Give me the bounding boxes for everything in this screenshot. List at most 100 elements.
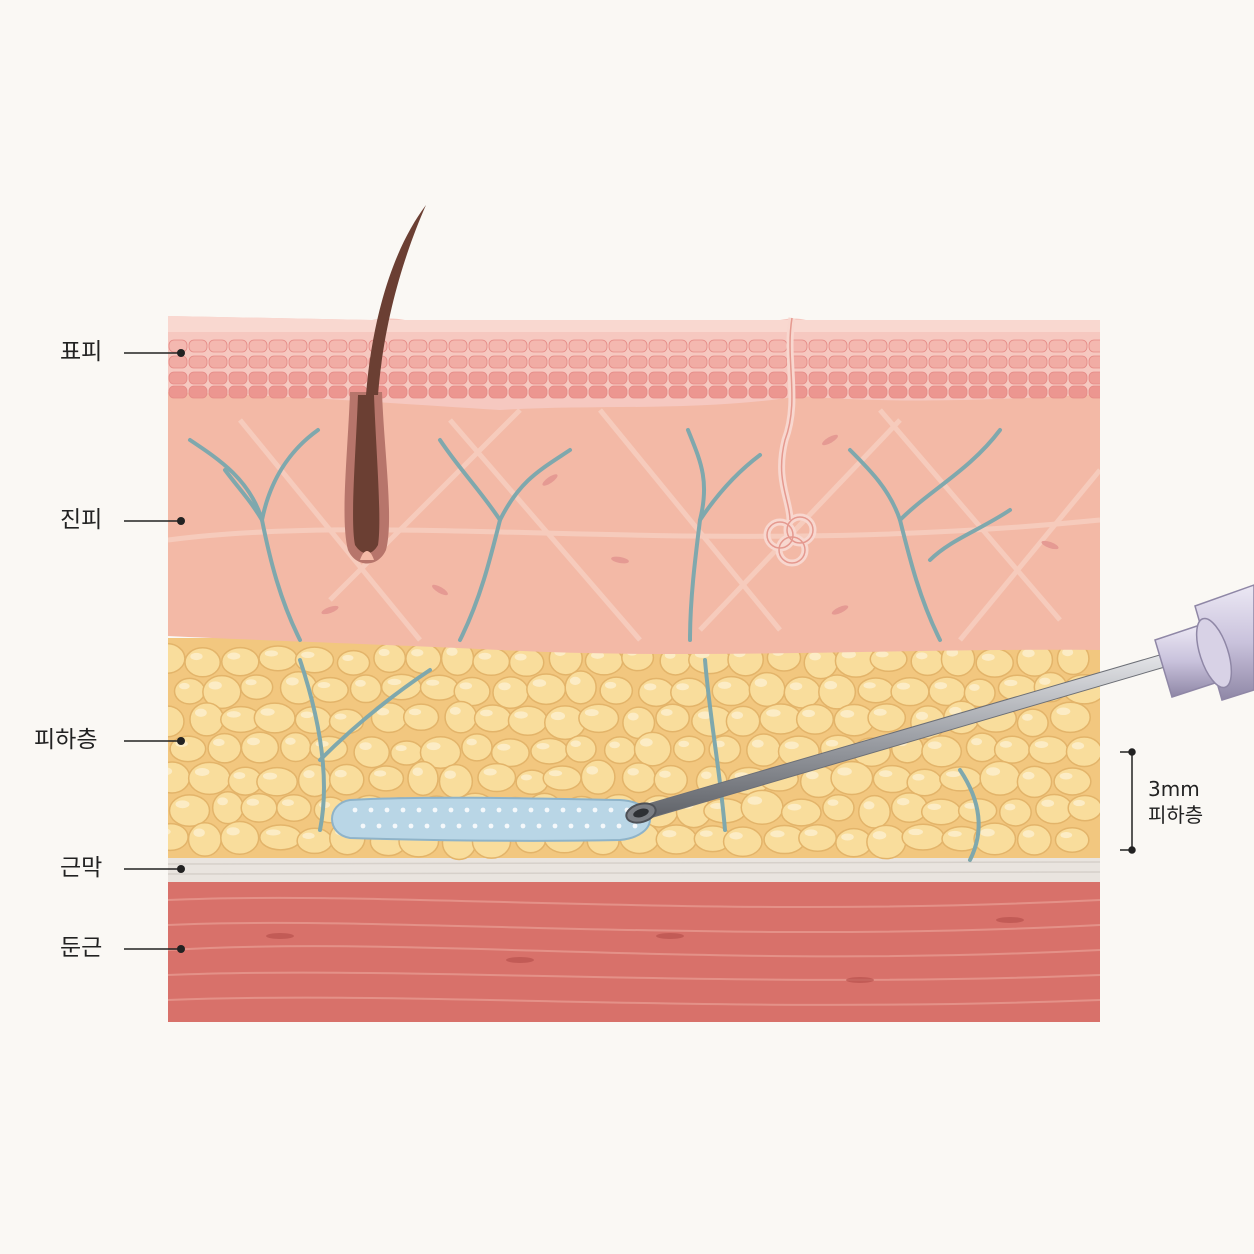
fat-cell-highlight xyxy=(627,712,639,721)
fat-cell-highlight xyxy=(1004,679,1018,687)
fat-cell-highlight xyxy=(841,650,856,659)
fat-cell-highlight xyxy=(342,654,354,661)
blood-vessels xyxy=(188,428,1012,862)
fat-cell-highlight xyxy=(1022,830,1035,838)
keratinocyte-cell xyxy=(1088,339,1100,353)
fat-cell xyxy=(444,700,478,734)
fat-cell xyxy=(184,646,222,678)
keratinocyte-cell xyxy=(848,371,868,385)
fat-cell xyxy=(872,764,913,794)
bolus-particle xyxy=(400,807,406,813)
keratinocyte-cell xyxy=(768,385,788,399)
keratinocyte-cell xyxy=(1068,355,1088,369)
fat-cell xyxy=(168,761,191,794)
keratinocyte-cell xyxy=(588,355,608,369)
bolus-particle xyxy=(600,823,606,829)
fat-cell-highlight xyxy=(213,738,225,747)
keratinocyte-cell xyxy=(308,371,328,385)
fat-cell xyxy=(818,674,857,710)
fat-cell xyxy=(328,708,365,735)
fat-cell-highlight xyxy=(986,767,1001,776)
bolus-particle xyxy=(472,823,478,829)
keratinocyte-cell xyxy=(248,355,268,369)
keratinocyte-cell xyxy=(848,339,868,353)
fat-cell xyxy=(830,760,874,796)
keratinocyte-cell xyxy=(688,339,708,353)
fat-cell-highlight xyxy=(395,745,407,752)
fat-cell-highlight xyxy=(514,711,528,719)
fat-cell-highlight xyxy=(915,711,929,721)
keratinocyte-cell xyxy=(608,385,628,399)
keratinocyte-cell xyxy=(868,371,888,385)
fat-cell-highlight xyxy=(584,709,599,717)
fat-cell-highlight xyxy=(194,767,210,776)
fat-cell xyxy=(921,735,963,768)
keratinocyte-cell xyxy=(388,339,408,353)
fat-cell xyxy=(353,736,391,769)
fat-cell-highlight xyxy=(359,742,372,750)
keratinocyte-cell xyxy=(1008,355,1028,369)
fat-cell xyxy=(746,733,782,767)
keratinocyte-cell xyxy=(808,355,828,369)
fat-cell xyxy=(564,670,597,705)
keratinocyte-cell xyxy=(508,355,528,369)
fat-cell-highlight xyxy=(168,767,173,775)
keratinocyte-cell xyxy=(408,355,428,369)
keratinocyte-cell xyxy=(168,385,188,399)
fat-cell-highlight xyxy=(863,801,875,810)
fat-cell-highlight xyxy=(449,707,461,715)
keratinocyte-cell xyxy=(268,385,288,399)
keratinocyte-cell xyxy=(628,355,648,369)
fat-cell-highlight xyxy=(536,742,550,750)
fat-cells xyxy=(154,640,1100,861)
keratinocyte-cell xyxy=(328,355,348,369)
bolus-particle xyxy=(432,807,438,813)
keratinocyte-cell xyxy=(468,371,488,385)
keratinocyte-cell xyxy=(668,355,688,369)
fat-cell-highlight xyxy=(285,737,296,745)
syringe-icon xyxy=(1154,584,1254,701)
fat-cell xyxy=(477,762,517,793)
fat-cell-highlight xyxy=(896,682,911,690)
fat-cell xyxy=(438,763,474,799)
keratinocyte-cell xyxy=(408,339,428,353)
fat-cell xyxy=(798,824,838,853)
fat-cell-highlight xyxy=(444,770,456,779)
fat-cell xyxy=(1054,826,1090,853)
fat-cell xyxy=(349,674,382,704)
keratinocyte-cell xyxy=(1068,385,1088,399)
label-fascia: 근막 xyxy=(60,855,103,881)
fat-cell xyxy=(867,703,907,733)
fat-cell xyxy=(920,798,962,826)
fat-cell-highlight xyxy=(408,708,422,716)
bolus-particle xyxy=(464,807,470,813)
keratinocyte-cell xyxy=(708,355,728,369)
keratinocyte-cell xyxy=(608,371,628,385)
keratinocyte-cell xyxy=(228,371,248,385)
fat-cell xyxy=(526,673,567,706)
fat-cell-highlight xyxy=(827,799,839,806)
bolus-particle xyxy=(416,807,422,813)
keratinocyte-cell xyxy=(748,385,768,399)
keratinocyte-cell xyxy=(248,385,268,399)
fat-cell xyxy=(240,731,280,764)
fat-cell-highlight xyxy=(662,830,677,838)
keratinocyte-cell xyxy=(388,355,408,369)
fat-cell-highlight xyxy=(497,743,511,751)
keratinocyte-cell xyxy=(168,339,188,353)
keratinocyte-cell xyxy=(968,371,988,385)
keratinocyte-cell xyxy=(808,385,828,399)
fat-cell-highlight xyxy=(154,649,167,656)
fat-cell-highlight xyxy=(731,711,744,720)
fibroblasts xyxy=(321,434,1059,615)
fat-cell-highlight xyxy=(784,741,799,750)
keratinocyte-cell xyxy=(1028,385,1048,399)
keratinocyte-cell xyxy=(208,371,228,385)
fat-cell xyxy=(472,647,511,677)
fat-cell xyxy=(603,736,637,765)
fat-cell xyxy=(599,676,634,705)
fat-cell-highlight xyxy=(376,708,390,716)
keratinocyte-cell xyxy=(348,371,368,385)
fat-cell-highlight xyxy=(697,711,713,719)
keratinocyte-cell xyxy=(928,355,948,369)
